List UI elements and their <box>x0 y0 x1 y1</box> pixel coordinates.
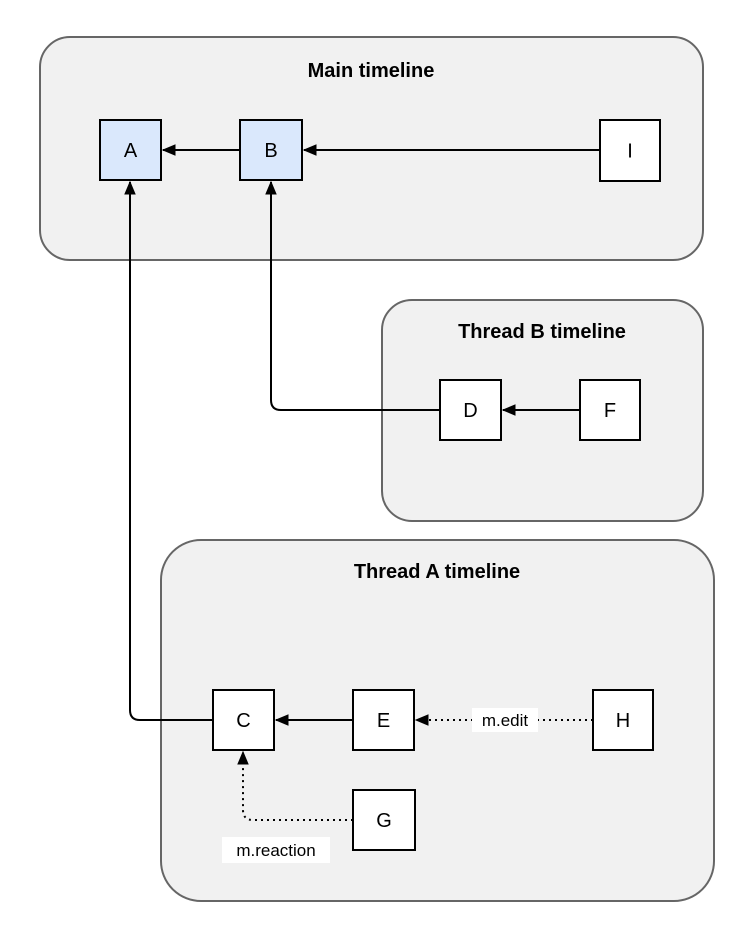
edge-d-to-b <box>271 182 440 411</box>
node-h-label: H <box>616 710 630 732</box>
main-timeline-title: Main timeline <box>308 60 435 82</box>
edge-g-to-c <box>243 752 353 821</box>
node-a-box <box>99 119 162 181</box>
edge-label-m-edit: m.edit <box>482 711 529 730</box>
node-f-label: F <box>604 400 616 422</box>
node-f-box <box>579 379 641 441</box>
edge-c-to-a <box>130 182 213 721</box>
node-b-label: B <box>264 140 277 162</box>
node-i-box <box>599 119 661 182</box>
node-g-label: G <box>376 810 392 832</box>
main-timeline-container <box>39 36 704 261</box>
node-a-label: A <box>124 140 138 162</box>
node-b-box <box>239 119 303 181</box>
node-d-box <box>439 379 502 441</box>
node-d-label: D <box>463 400 477 422</box>
node-e-box <box>352 689 415 751</box>
edge-label-m-reaction-bg <box>222 837 330 863</box>
thread-a-timeline-title: Thread A timeline <box>354 561 520 583</box>
edge-label-m-reaction: m.reaction <box>236 841 315 860</box>
node-e-label: E <box>377 710 390 732</box>
edge-label-m-edit-bg <box>472 708 538 732</box>
node-h-box <box>592 689 654 751</box>
node-c-box <box>212 689 275 751</box>
thread-b-timeline-title: Thread B timeline <box>458 321 626 343</box>
node-i-label: I <box>627 141 633 163</box>
node-g-box <box>352 789 416 851</box>
node-c-label: C <box>236 710 250 732</box>
